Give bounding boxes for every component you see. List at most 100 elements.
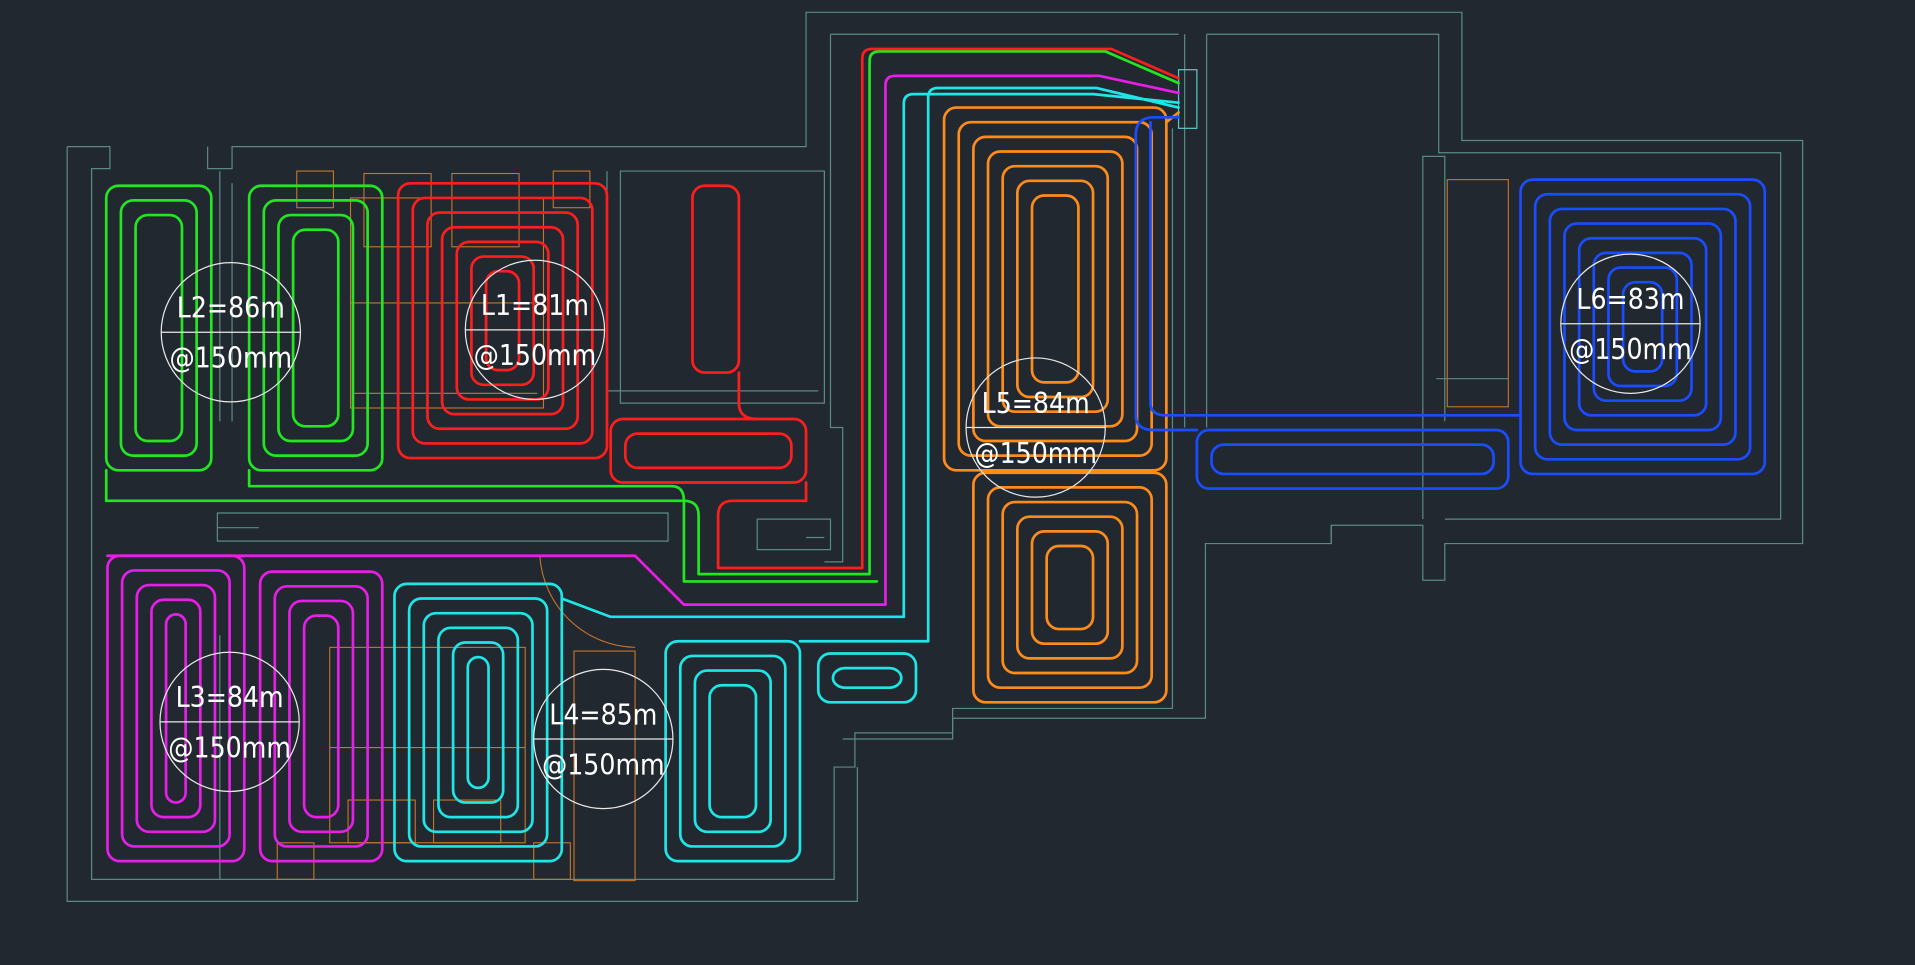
pipe-segment — [135, 583, 217, 834]
loop-label-L1: L1=81m @150mm — [464, 259, 606, 401]
pipe-segment — [396, 181, 609, 460]
pipe-loop-L1 — [396, 181, 609, 460]
loop-label-L5: L5=84m @150mm — [965, 357, 1106, 498]
pipe-segment — [623, 432, 793, 470]
manifold — [1177, 69, 1198, 129]
pipe-segment — [691, 184, 741, 374]
pipe-segment — [134, 213, 184, 443]
pipe-segment — [1607, 266, 1679, 388]
loop-length: L3=84m — [176, 681, 284, 714]
pipe-segment — [609, 417, 808, 484]
loop-length: L5=84m — [982, 387, 1090, 420]
pipe-segment — [273, 584, 369, 848]
pipe-segment — [302, 614, 340, 819]
pipe-run-L1 — [716, 47, 1180, 570]
pipe-segment — [831, 666, 903, 690]
pipe-segment — [422, 611, 534, 834]
pipe-segment — [1210, 443, 1495, 476]
loop-length: L2=86m — [177, 292, 285, 325]
pipe-segment — [1592, 251, 1693, 403]
loop-spacing: @150mm — [474, 339, 597, 372]
pipe-segment — [437, 626, 520, 819]
pipe-loop-L2 — [104, 184, 213, 472]
loop-spacing: @150mm — [169, 342, 292, 375]
loop-spacing: @150mm — [542, 748, 665, 781]
pipe-segment — [1195, 428, 1510, 490]
loop-spacing: @150mm — [974, 437, 1097, 470]
pipe-segment — [1001, 500, 1139, 675]
loop-labels: L1=81m@150mmL2=86m@150mmL3=84m@150mmL4=8… — [159, 253, 1701, 810]
pipe-segment — [104, 184, 213, 472]
pipe-segment — [150, 598, 202, 819]
pipe-run-L2 — [104, 50, 1180, 576]
pipe-segment — [466, 655, 490, 790]
walls — [66, 11, 1804, 903]
pipe-segment — [816, 652, 918, 704]
pipe-segment — [119, 199, 198, 457]
pipe-segment — [164, 613, 187, 804]
pipe-segment — [986, 150, 1124, 428]
pipe-segment — [1001, 164, 1110, 414]
loop-label-L3: L3=84m @150mm — [159, 651, 300, 793]
pipe-segment — [972, 471, 1168, 704]
pipe-loop-L4 — [664, 639, 802, 863]
pipe-loop-L2 — [247, 184, 384, 472]
loop-label-L4: L4=85m @150mm — [533, 668, 674, 810]
pipe-segment — [426, 211, 580, 431]
pipe-segment — [277, 213, 355, 443]
pipe-segment — [411, 196, 594, 445]
pipe-loop-L5 — [972, 471, 1168, 704]
pipe-segment — [258, 570, 384, 863]
pipe-segment — [1016, 515, 1124, 660]
pipe-run-L4 — [560, 86, 1180, 643]
pipe-loop-L6 — [1195, 428, 1510, 490]
pipe-segment — [1030, 194, 1080, 384]
pipe-segment — [1621, 280, 1664, 373]
pipe-segment — [1030, 530, 1110, 646]
pipe-segment — [440, 225, 565, 416]
pipe-loop-L1 — [691, 184, 741, 374]
loop-length: L1=81m — [481, 289, 589, 322]
pipe-loop-L6 — [1519, 178, 1767, 476]
pipe-segment — [455, 240, 550, 401]
pipe-loop-L4 — [393, 582, 564, 863]
pipe-segment — [470, 255, 536, 387]
pipe-segment — [393, 582, 564, 863]
pipe-segment — [484, 269, 521, 372]
pipe-loop-L1 — [609, 417, 808, 484]
pipe-segment — [288, 599, 355, 834]
loop-label-L6: L6=83m @150mm — [1560, 253, 1701, 394]
loop-label-L2: L2=86m @150mm — [160, 262, 302, 403]
pipe-segment — [708, 683, 758, 819]
pipe-segment — [247, 184, 384, 472]
pipe-segment — [1577, 236, 1708, 417]
pipe-segment — [1045, 544, 1095, 631]
pipe-loop-L3 — [258, 570, 384, 863]
loop-length: L4=85m — [549, 698, 657, 731]
pipe-loop-L4 — [816, 652, 918, 704]
pipe-segment — [1563, 222, 1723, 432]
pipe-segment — [1533, 192, 1752, 461]
pipe-segment — [942, 106, 1168, 472]
pipe-segment — [120, 569, 231, 848]
pipe-loop-L3 — [106, 554, 246, 863]
loop-spacing: @150mm — [1569, 333, 1692, 366]
pipe-run-L3 — [106, 74, 1180, 606]
pipe-run-L6 — [1134, 115, 1522, 432]
pipe-segment — [1519, 178, 1767, 476]
pipe-segment — [291, 228, 340, 428]
pipe-loops — [104, 47, 1767, 863]
pipe-segment — [986, 486, 1154, 690]
pipe-segment — [693, 669, 772, 834]
pipe-segment — [1016, 179, 1095, 399]
pipe-segment — [407, 597, 549, 848]
pipe-segment — [1548, 207, 1737, 446]
pipe-segment — [262, 199, 369, 457]
pipe-segment — [678, 654, 787, 848]
pipe-segment — [451, 641, 505, 804]
loop-length: L6=83m — [1576, 283, 1684, 316]
pipe-segment — [664, 639, 802, 863]
loop-spacing: @150mm — [168, 731, 291, 764]
furniture — [276, 170, 1509, 882]
